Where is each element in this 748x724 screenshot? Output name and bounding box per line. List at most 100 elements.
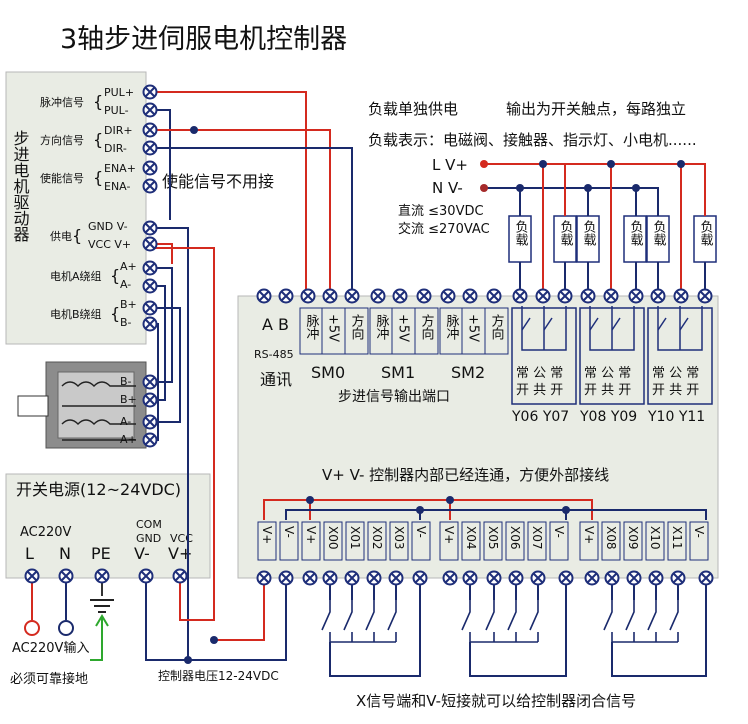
bottom-term-label: V- (414, 526, 428, 538)
ground-note: 必须可靠接地 (10, 671, 88, 687)
ground-icon (90, 599, 114, 613)
brace: { (110, 304, 120, 323)
relay-label: 常 公 常 (584, 366, 631, 381)
term-label: GND V- (88, 220, 128, 233)
motor-term-label: B+ (120, 393, 137, 406)
x-signal-note: X信号端和V-短接就可以给控制器闭合信号 (356, 692, 636, 710)
term-label: ENA+ (104, 162, 136, 175)
relay-label: 开 共 开 (584, 383, 631, 398)
input-switches (321, 600, 679, 643)
enable-note: 使能信号不用接 (162, 172, 274, 191)
internal-note: V+ V- 控制器内部已经连通，方便外部接线 (322, 466, 609, 484)
rs485-label: RS-485 (254, 348, 294, 361)
relay-label: 常 公 常 (652, 366, 699, 381)
sm-label: SM1 (381, 363, 415, 382)
brace: { (110, 266, 120, 285)
psu-term-label: L (25, 544, 34, 563)
sm-cell-label: +5V (326, 314, 341, 342)
bottom-term-label: V+ (304, 526, 318, 544)
term-label: DIR- (104, 142, 127, 155)
bottom-term-label: V+ (260, 526, 274, 544)
bottom-term-label: X08 (604, 526, 618, 550)
psu-term-label: N (59, 544, 71, 563)
load-label: 负载 (558, 220, 574, 247)
ctrl-voltage-note: 控制器电压12-24VDC (158, 669, 279, 683)
nminus-label: N V- (432, 179, 463, 197)
brace: { (93, 130, 103, 149)
load-label: 负载 (698, 220, 714, 247)
bottom-term-label: V- (552, 526, 566, 538)
driver-group-label: 方向信号 (40, 133, 84, 147)
page-title: 3轴步进伺服电机控制器 (60, 24, 347, 55)
driver-title: 步进电机驱动器 (11, 130, 30, 242)
driver-labels: 脉冲信号 { PUL+ PUL- 方向信号 { DIR+ DIR- 使能信号 {… (40, 86, 137, 329)
term-label: A- (120, 278, 131, 291)
relay-label: 常 公 常 (516, 366, 563, 381)
sm-label: SM0 (311, 363, 345, 382)
motor-illustration (17, 361, 147, 449)
lplus-label: L V+ (432, 156, 468, 174)
ac-input-note: AC220V输入 (12, 640, 89, 656)
driver-group-label: 使能信号 (40, 171, 84, 185)
psu-term-label: PE (91, 544, 111, 563)
motor-term-label: A+ (120, 433, 137, 446)
load-label: 负载 (581, 220, 597, 247)
psu-term-label: V- (134, 544, 150, 563)
psu-com-label: COM (136, 518, 162, 531)
bottom-term-label: X05 (486, 526, 500, 550)
dc-limit: 直流 ≤30VDC (398, 204, 484, 219)
brace: { (93, 92, 103, 111)
bottom-term-label: V- (282, 526, 296, 538)
relay-label: 开 共 开 (516, 383, 563, 398)
sm-cell-label: 脉冲 (444, 314, 460, 340)
controller-box (237, 295, 719, 579)
wires (31, 91, 707, 677)
bottom-term-label: X00 (326, 526, 340, 550)
arrow-up-icon (95, 614, 109, 660)
psu-ac-label: AC220V (20, 525, 72, 540)
load-types-note: 负载表示：电磁阀、接触器、指示灯、小电机...... (368, 131, 697, 149)
term-label: B- (120, 316, 132, 329)
bottom-term-label: X09 (626, 526, 640, 550)
term-label: PUL+ (104, 86, 134, 99)
output-type-note: 输出为开关触点，每路独立 (506, 100, 686, 118)
junction-dots (184, 126, 685, 664)
load-supply-note: 负载单独供电 (368, 100, 458, 118)
ab-label: A B (262, 315, 289, 334)
driver-box (5, 71, 147, 345)
driver-group-label: 供电 (50, 229, 72, 243)
comm-label: 通讯 (260, 370, 292, 389)
load-label: 负载 (628, 220, 644, 247)
brace: { (93, 168, 103, 187)
bottom-term-label: V+ (582, 526, 596, 544)
ac-l-plug-icon (24, 620, 40, 636)
pulse-port-label: 步进信号输出端口 (338, 389, 450, 405)
bottom-term-label: X06 (508, 526, 522, 550)
sm-port-cells (299, 307, 509, 355)
bottom-term-label: X01 (348, 526, 362, 550)
load-label: 负载 (651, 220, 667, 247)
term-label: B+ (120, 298, 137, 311)
sm-label: SM2 (451, 363, 485, 382)
bottom-term-label: V+ (442, 526, 456, 544)
sm-cell-label: 脉冲 (374, 314, 390, 340)
sm-cell-label: 脉冲 (304, 314, 320, 340)
bottom-term-label: X11 (670, 526, 684, 550)
bottom-label-cells (257, 521, 709, 561)
term-label: DIR+ (104, 124, 133, 137)
bottom-term-label: X02 (370, 526, 384, 550)
y-output-label: Y08 Y09 (579, 409, 637, 425)
brace: { (72, 226, 82, 245)
motor-term-label: B- (120, 375, 132, 388)
psu-title: 开关电源(12~24VDC) (16, 480, 181, 499)
driver-group-label: 电机B绕组 (50, 307, 102, 321)
y-output-label: Y06 Y07 (511, 409, 569, 425)
bottom-term-labels: V+ V- V+ X00 X01 X02 X03 V- V+ X04 X05 X… (260, 526, 706, 550)
ac-n-plug-icon (58, 620, 74, 636)
psu-gnd-label: GND (136, 532, 161, 545)
sm-cell-label: +5V (466, 314, 481, 342)
term-label: PUL- (104, 104, 129, 117)
sm-cell-label: +5V (396, 314, 411, 342)
y-output-label: Y10 Y11 (647, 409, 705, 425)
